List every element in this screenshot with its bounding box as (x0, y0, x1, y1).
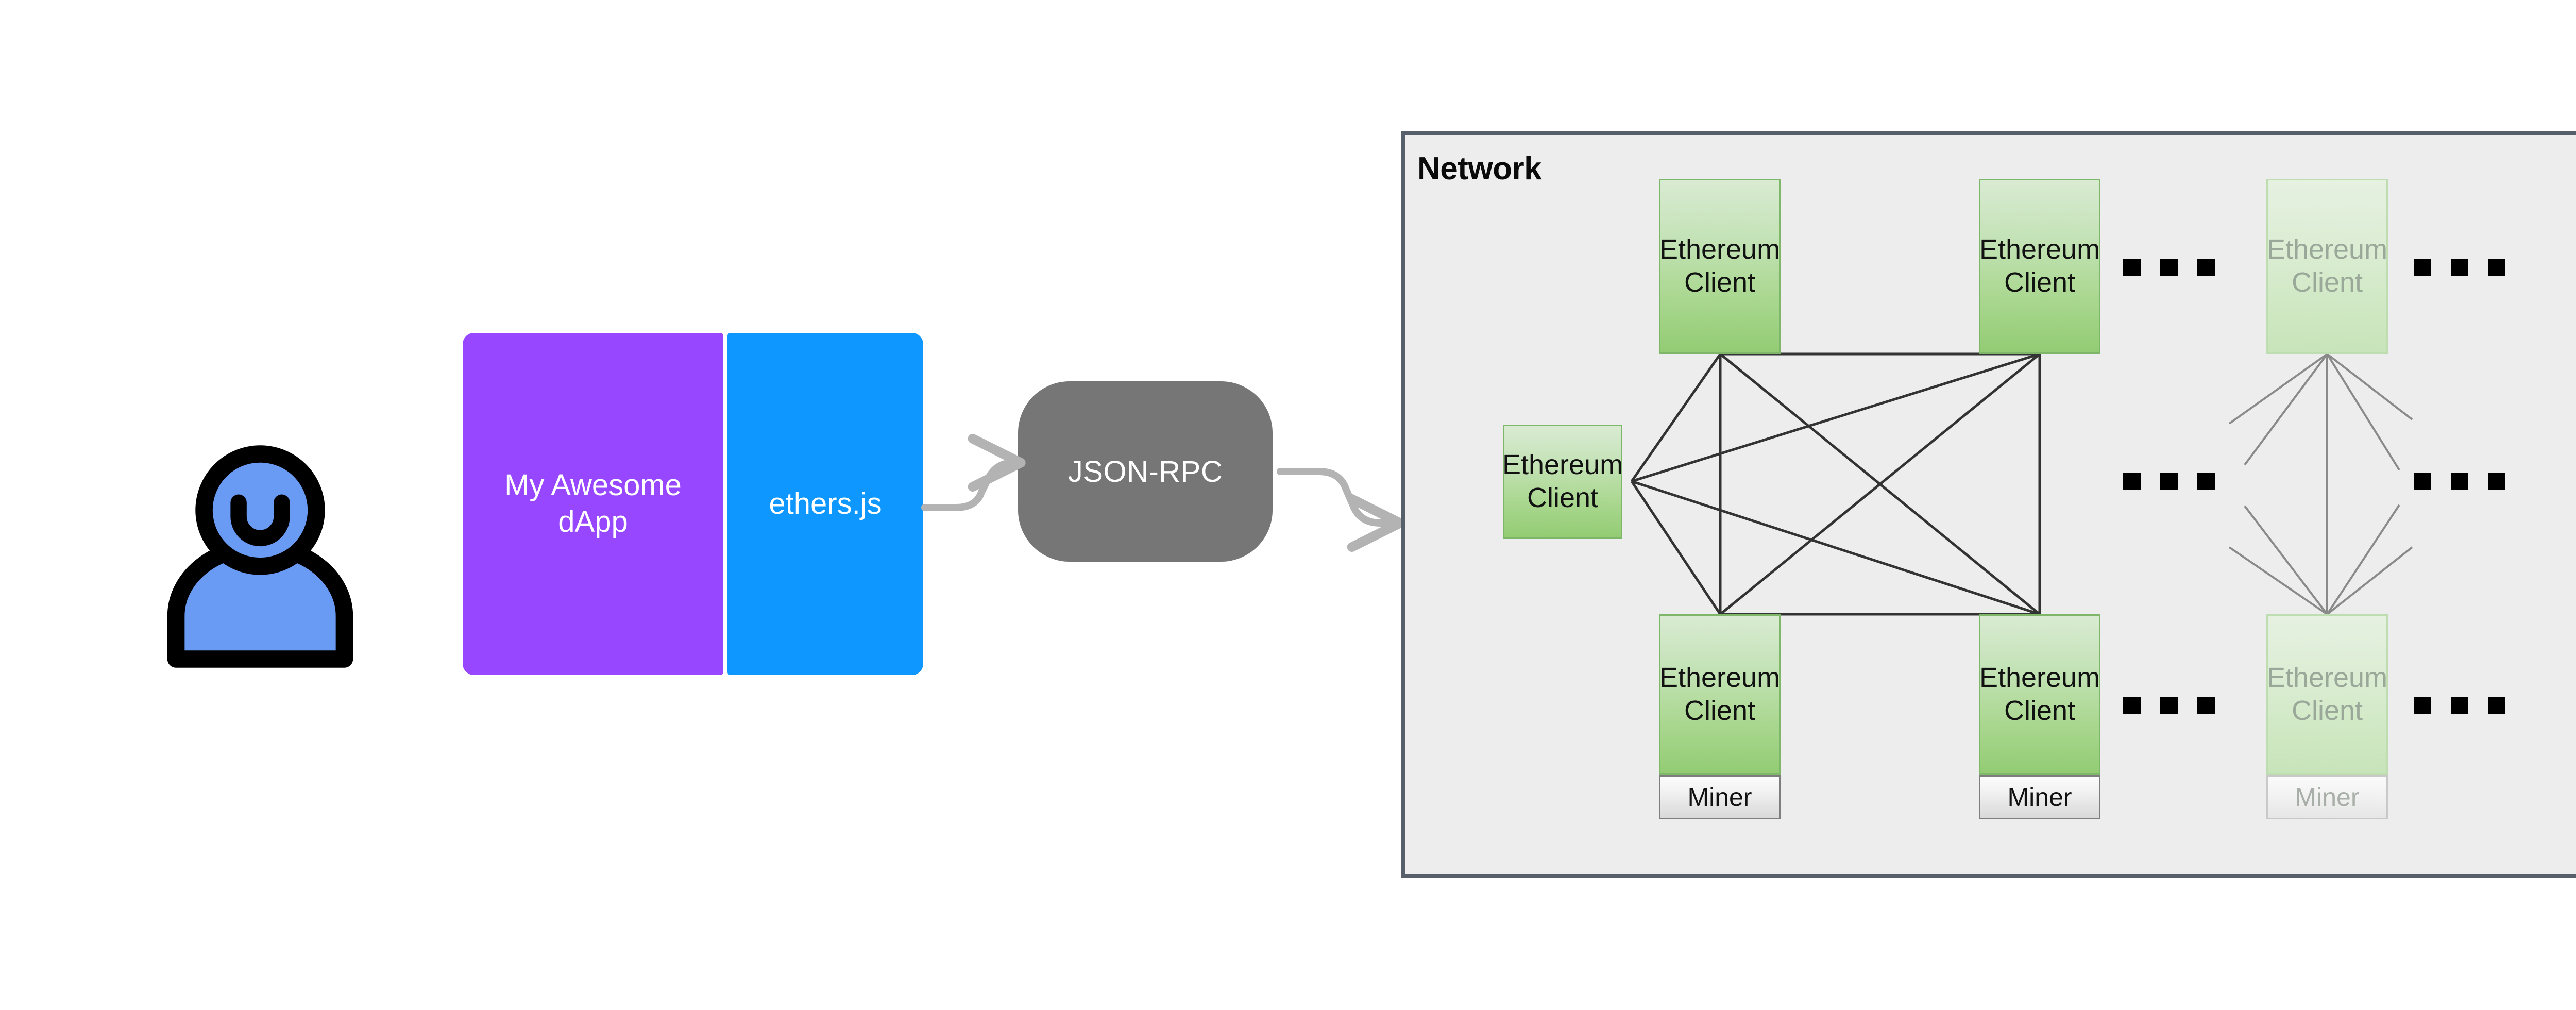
ethereum-client-entry[interactable]: Ethereum Client (1502, 425, 1623, 539)
ellipsis-dot (2451, 259, 2468, 276)
ellipsis-dot (2197, 697, 2215, 714)
ellipsis-dot (2123, 697, 2141, 714)
ellipsis-middle-left (2123, 473, 2215, 490)
miner-badge-3[interactable]: Miner (2266, 775, 2388, 819)
ethereum-client-label: Ethereum Client (2266, 234, 2388, 298)
ellipsis-bottom-middle (2123, 697, 2215, 714)
ellipsis-dot (2451, 473, 2468, 490)
ellipsis-dot (2451, 697, 2468, 714)
ellipsis-dot (2123, 259, 2141, 276)
dapp-box[interactable]: My Awesome dApp (463, 333, 723, 675)
ellipsis-dot (2414, 259, 2431, 276)
ethereum-client-label: Ethereum Client (2266, 662, 2388, 726)
ellipsis-dot (2488, 473, 2505, 490)
application-stack: My Awesome dApp ethers.js (463, 333, 923, 675)
ethereum-client-top-3[interactable]: Ethereum Client (2266, 179, 2388, 354)
arrow-jsonrpc-to-network (1277, 468, 1405, 552)
ellipsis-dot (2488, 697, 2505, 714)
ellipsis-dot (2488, 259, 2505, 276)
miner-badge-2[interactable]: Miner (1979, 775, 2100, 819)
ellipsis-top-middle (2123, 259, 2215, 276)
ethereum-client-label: Ethereum Client (1502, 449, 1623, 513)
ethereum-client-top-1[interactable]: Ethereum Client (1659, 179, 1781, 354)
ellipsis-dot (2197, 473, 2215, 490)
json-rpc-box[interactable]: JSON-RPC (1018, 381, 1273, 562)
arrow-ethers-to-jsonrpc (921, 434, 1026, 511)
ethereum-client-label: Ethereum Client (1979, 662, 2100, 726)
ethereum-client-bottom-2[interactable]: Ethereum Client (1979, 614, 2100, 775)
ellipsis-dot (2414, 473, 2431, 490)
miner-badge-1[interactable]: Miner (1659, 775, 1781, 819)
ellipsis-dot (2414, 697, 2431, 714)
network-container: Network (1401, 131, 2576, 878)
ellipsis-dot (2160, 259, 2178, 276)
network-title: Network (1417, 151, 1542, 187)
ethereum-client-label: Ethereum Client (1659, 234, 1781, 298)
ellipsis-top-right (2414, 259, 2505, 276)
user-person-icon (149, 443, 371, 670)
ethereum-client-label: Ethereum Client (1979, 234, 2100, 298)
ellipsis-dot (2160, 473, 2178, 490)
ethereum-client-label: Ethereum Client (1659, 662, 1781, 726)
ellipsis-bottom-right (2414, 697, 2505, 714)
ethereum-client-bottom-1[interactable]: Ethereum Client (1659, 614, 1781, 775)
ellipsis-middle-right (2414, 473, 2505, 490)
ethereum-client-bottom-3[interactable]: Ethereum Client (2266, 614, 2388, 775)
ellipsis-dot (2123, 473, 2141, 490)
ellipsis-dot (2160, 697, 2178, 714)
ethers-js-box[interactable]: ethers.js (727, 333, 923, 675)
ethereum-client-top-2[interactable]: Ethereum Client (1979, 179, 2100, 354)
ellipsis-dot (2197, 259, 2215, 276)
